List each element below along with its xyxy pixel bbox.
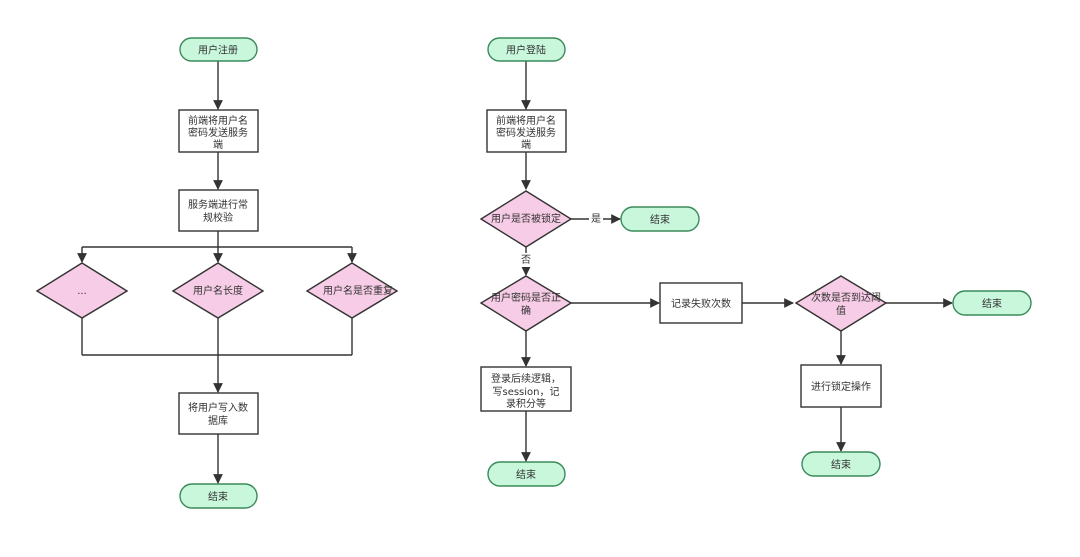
register-check-other-node[interactable]: ... bbox=[35, 262, 129, 319]
login-threshold-end-node[interactable]: 结束 bbox=[952, 290, 1032, 316]
login-success-end-node[interactable]: 结束 bbox=[487, 461, 566, 487]
register-check-length-node[interactable]: 用户名长度 bbox=[171, 262, 265, 319]
register-check-label-2: 规校验 bbox=[203, 211, 233, 224]
login-record-fail-node[interactable]: 记录失败次数 bbox=[659, 282, 743, 324]
login-send-node[interactable]: 前端将用户名 密码发送服务 端 bbox=[486, 109, 567, 153]
login-start-node[interactable]: 用户登陆 bbox=[487, 37, 566, 62]
login-lock-end-label: 结束 bbox=[831, 458, 851, 471]
login-success-label-3: 录积分等 bbox=[506, 397, 546, 410]
register-start-node[interactable]: 用户注册 bbox=[179, 37, 258, 62]
login-locked-question-node[interactable]: 用户是否被锁定 bbox=[479, 190, 573, 248]
login-password-question-label-1: 用户密码是否正 bbox=[491, 291, 561, 304]
login-no-label-bg: 否 bbox=[519, 253, 533, 267]
register-send-label-2: 密码发送服务 bbox=[188, 126, 248, 139]
login-yes-label: 是 bbox=[591, 213, 601, 225]
register-write-db-node[interactable]: 将用户写入数 据库 bbox=[178, 392, 259, 435]
register-write-db-label-1: 将用户写入数 bbox=[188, 401, 248, 414]
register-write-db-label-2: 据库 bbox=[208, 414, 228, 427]
register-start-label: 用户注册 bbox=[198, 44, 238, 57]
login-threshold-question-node[interactable]: 次数是否到达阈 值 bbox=[794, 275, 888, 332]
login-lock-end-node[interactable]: 结束 bbox=[801, 451, 881, 477]
register-check-label-1: 服务端进行常 bbox=[188, 198, 248, 211]
login-threshold-question-label-2: 值 bbox=[836, 304, 846, 317]
login-threshold-end-label: 结束 bbox=[982, 297, 1002, 310]
connectors bbox=[77, 61, 953, 484]
login-success-node[interactable]: 登录后续逻辑， 写session，记 录积分等 bbox=[480, 366, 572, 412]
login-send-label-2: 密码发送服务 bbox=[496, 126, 556, 139]
login-yes-label-bg: 是 bbox=[589, 211, 603, 226]
register-check-other-label: ... bbox=[77, 286, 87, 297]
login-password-question-node[interactable]: 用户密码是否正 确 bbox=[479, 275, 573, 332]
register-send-label-3: 端 bbox=[213, 138, 223, 151]
login-success-label-2: 写session，记 bbox=[492, 386, 559, 398]
login-threshold-question-label-1: 次数是否到达阈 bbox=[811, 291, 881, 304]
login-no-label: 否 bbox=[521, 254, 531, 266]
login-send-label-1: 前端将用户名 bbox=[496, 114, 556, 127]
register-end-label: 结束 bbox=[208, 490, 228, 503]
register-check-duplicate-node[interactable]: 用户名是否重复 bbox=[305, 262, 399, 319]
login-lock-action-label: 进行锁定操作 bbox=[811, 380, 871, 393]
login-success-label-1: 登录后续逻辑， bbox=[491, 372, 561, 385]
login-locked-end-label: 结束 bbox=[650, 213, 670, 226]
login-password-question-label-2: 确 bbox=[521, 304, 531, 317]
login-record-fail-label: 记录失败次数 bbox=[671, 297, 731, 310]
login-lock-action-node[interactable]: 进行锁定操作 bbox=[800, 364, 882, 408]
register-check-duplicate-label: 用户名是否重复 bbox=[323, 284, 393, 297]
login-start-label: 用户登陆 bbox=[506, 44, 546, 57]
login-locked-end-node[interactable]: 结束 bbox=[620, 206, 700, 232]
login-success-end-label: 结束 bbox=[516, 468, 536, 481]
register-send-label-1: 前端将用户名 bbox=[188, 114, 248, 127]
register-check-length-label: 用户名长度 bbox=[193, 284, 243, 297]
login-send-label-3: 端 bbox=[521, 138, 531, 151]
register-check-node[interactable]: 服务端进行常 规校验 bbox=[178, 189, 259, 232]
register-send-node[interactable]: 前端将用户名 密码发送服务 端 bbox=[178, 109, 259, 153]
login-locked-question-label: 用户是否被锁定 bbox=[491, 212, 561, 225]
register-end-node[interactable]: 结束 bbox=[179, 483, 258, 509]
